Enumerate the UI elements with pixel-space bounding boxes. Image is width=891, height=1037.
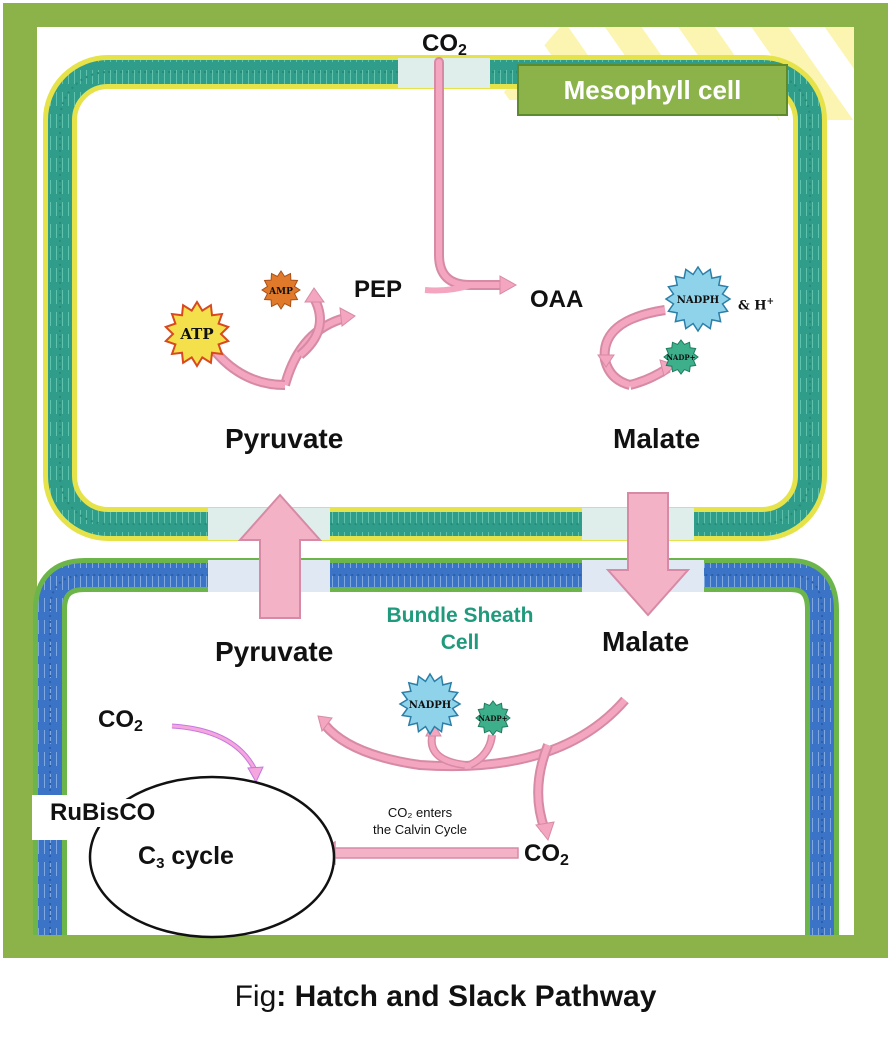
pyruvate-to-pep-arrow	[206, 287, 356, 390]
atp-label: ATP	[179, 325, 213, 343]
caption-text: : Hatch and Slack Pathway	[276, 980, 657, 1013]
mesophyll-cytoplasm	[90, 100, 780, 495]
co2-right-label: CO2	[524, 840, 569, 869]
rubisco-label: RuBisCO	[48, 799, 158, 827]
malate-bundle-label: Malate	[602, 626, 690, 657]
calvin-note-line2: the Calvin Cycle	[373, 822, 467, 837]
bundle-sheath-label: Bundle Sheath Cell	[340, 602, 580, 656]
figure-caption: Fig: Hatch and Slack Pathway	[0, 980, 891, 1014]
malate-mesophyll-label: Malate	[613, 423, 701, 454]
nadp-bundle-label: NADP+	[478, 714, 507, 723]
co2-left-label: CO2	[98, 706, 143, 735]
amp-icon: AMP	[261, 270, 301, 310]
calvin-entry-note: CO₂ enters the Calvin Cycle	[330, 804, 510, 838]
oaa-to-malate-arrow	[597, 305, 677, 390]
pyruvate-transport-arrow	[237, 493, 323, 619]
oaa-label: OAA	[530, 286, 584, 313]
h-plus-label: & H+	[738, 297, 775, 314]
pep-label: PEP	[354, 276, 403, 303]
mesophyll-cell-label: Mesophyll cell	[517, 64, 788, 116]
nadph-mesophyll-icon: NADPH	[664, 265, 732, 333]
amp-label: AMP	[268, 287, 293, 297]
bundle-sheath-label-line2: Cell	[440, 631, 480, 654]
pyruvate-mesophyll-label: Pyruvate	[225, 423, 344, 454]
malate-decarboxylation-arrow	[317, 696, 629, 842]
c3-cycle-label: C3 cycle	[138, 842, 234, 872]
calvin-note-line1: CO₂ enters	[387, 805, 453, 820]
nadp-mesophyll-icon: NADP+	[663, 339, 699, 375]
nadph-mesophyll-label: NADPH	[677, 295, 720, 306]
nadp-bundle-icon: NADP+	[475, 700, 511, 736]
co2-to-rubisco-arrow	[171, 723, 264, 784]
co2-top-label: CO2	[422, 30, 467, 59]
bundle-sheath-label-line1: Bundle Sheath	[386, 604, 534, 627]
pyruvate-bundle-label: Pyruvate	[215, 636, 334, 667]
nadph-bundle-icon: NADPH	[398, 672, 462, 736]
nadp-mesophyll-label: NADP+	[666, 353, 695, 362]
co2-entry-arrow	[424, 57, 518, 295]
caption-prefix: Fig	[234, 980, 277, 1013]
malate-transport-arrow	[605, 492, 691, 617]
nadph-bundle-label: NADPH	[409, 700, 452, 711]
atp-icon: ATP	[163, 300, 231, 368]
